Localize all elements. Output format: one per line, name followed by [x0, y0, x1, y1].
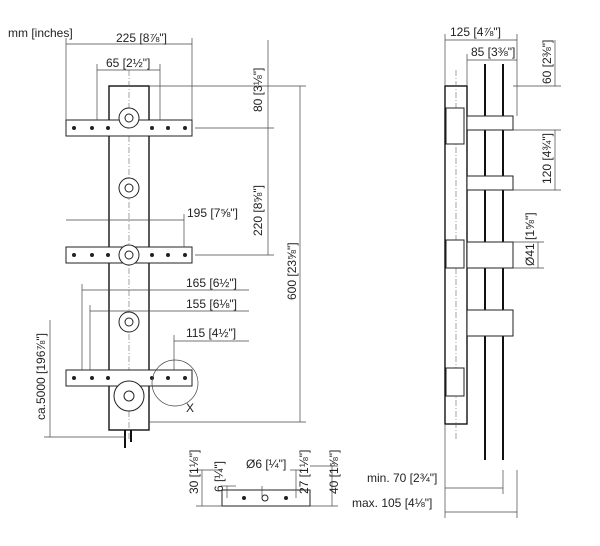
dim-label: 195 [7⅝"]	[187, 206, 238, 220]
side-outlet	[466, 309, 514, 337]
outlet-4	[118, 311, 140, 333]
dim-label: 120 [4¾"]	[540, 133, 554, 184]
side-outlet	[466, 115, 514, 131]
outlet-2	[118, 177, 140, 199]
dim-label: max. 105 [4⅛"]	[352, 496, 432, 510]
detail-circle	[151, 359, 199, 407]
dim-label: 27 [1⅛"]	[297, 450, 311, 494]
dim-label: 80 [3⅛"]	[251, 68, 265, 112]
outlet-5	[113, 380, 145, 412]
side-bracket	[445, 239, 465, 269]
detail-view: 30 [1⅛"] 6 [¼"] Ø6 [¼"] 27 [1⅛"] 40 [1⅝"…	[187, 450, 341, 507]
detail-label: X	[186, 401, 194, 415]
side-outlet	[466, 175, 514, 191]
side-view: 125 [4⅞"] 85 [3⅜"] 60 [2⅜"] 120 [4¾"] Ø4…	[352, 25, 561, 518]
side-outlet	[466, 241, 514, 269]
units-note: mm [inches]	[8, 26, 73, 40]
dim-label: 30 [1⅛"]	[187, 450, 201, 494]
outlet-3	[118, 244, 140, 266]
dim-label: 115 [4½"]	[186, 326, 236, 340]
dim-label: 125 [4⅞"]	[450, 25, 501, 39]
dim-label: Ø41 [1⅝"]	[523, 212, 537, 266]
dim-label: 60 [2⅜"]	[540, 40, 554, 84]
dim-label: 225 [8⅞"]	[116, 31, 167, 45]
dim-label: 220 [8⅝"]	[251, 185, 265, 236]
dim-label: 85 [3⅜"]	[471, 45, 515, 59]
dim-label: 155 [6⅛"]	[186, 297, 237, 311]
dim-label: ca.5000 [196⅞"]	[34, 333, 48, 420]
dim-label: 6 [¼"]	[212, 461, 226, 492]
dim-label: min. 70 [2¾"]	[367, 471, 437, 485]
dim-label: 65 [2½"]	[106, 56, 150, 70]
dim-label: Ø6 [¼"]	[246, 457, 286, 471]
dim-label: 165 [6½"]	[186, 276, 237, 290]
side-bracket	[445, 367, 465, 397]
dim-label: 600 [23⅝"]	[285, 242, 299, 300]
side-bracket	[445, 107, 465, 145]
front-view: X 225 [8⅞"] 65 [2½"] 80 [3⅛"] 220 [8⅝"] …	[34, 31, 306, 448]
dim-label: 40 [1⅝"]	[327, 450, 341, 494]
outlet-1	[118, 107, 140, 129]
